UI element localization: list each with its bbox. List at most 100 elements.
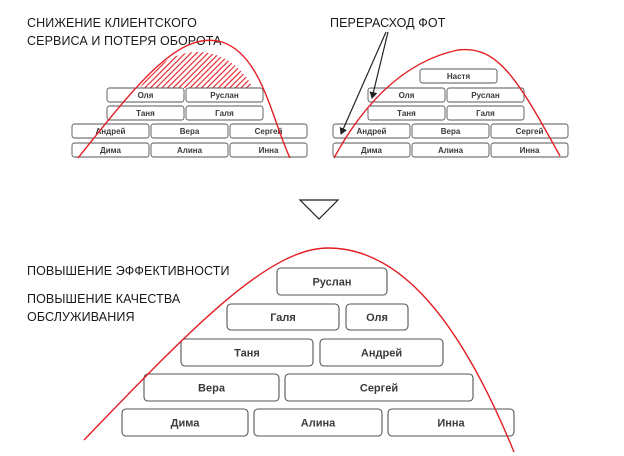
employee-name: Галя [270, 312, 296, 324]
employee-box: Настя [419, 68, 498, 84]
employee-box: Галя [446, 105, 525, 121]
bottom-capacity-curve [83, 247, 515, 453]
employee-name: Руслан [471, 91, 500, 100]
employee-name: Оля [138, 91, 154, 100]
employee-box: Дима [121, 408, 249, 437]
employee-box: Вера [143, 373, 280, 402]
caption-line: ПОВЫШЕНИЕ КАЧЕСТВА [27, 292, 181, 306]
right-capacity-curve [333, 48, 561, 159]
employee-name: Оля [366, 312, 388, 324]
employee-box: Алина [150, 142, 229, 158]
employee-box-frame [185, 87, 264, 103]
employee-name: Оля [399, 91, 415, 100]
employee-box-frame [226, 303, 340, 331]
caption-service-loss: СНИЖЕНИЕ КЛИЕНТСКОГО СЕРВИСА И ПОТЕРЯ ОБ… [27, 14, 222, 50]
employee-box: Руслан [276, 267, 388, 296]
employee-box: Таня [180, 338, 314, 367]
employee-box: Сергей [284, 373, 474, 402]
caption-line: СЕРВИСА И ПОТЕРЯ ОБОРОТА [27, 34, 222, 48]
employee-box: Инна [229, 142, 308, 158]
employee-box: Сергей [229, 123, 308, 139]
employee-name: Руслан [210, 91, 239, 100]
employee-box: Инна [490, 142, 569, 158]
employee-name: Дима [361, 146, 382, 155]
employee-box-frame [276, 267, 388, 296]
employee-name: Сергей [255, 127, 283, 136]
employee-name: Таня [136, 109, 155, 118]
employee-box: Вера [411, 123, 490, 139]
down-triangle-icon [298, 199, 340, 220]
employee-box: Дима [332, 142, 411, 158]
employee-name: Дима [171, 417, 201, 429]
caption-line: ОБСЛУЖИВАНИЯ [27, 310, 135, 324]
employee-box-frame [71, 123, 150, 139]
employee-box-frame [411, 142, 490, 158]
employee-box: Галя [185, 105, 264, 121]
left-capacity-curve [77, 39, 291, 159]
employee-name: Андрей [96, 127, 126, 136]
employee-box: Галя [226, 303, 340, 331]
employee-box-frame [185, 105, 264, 121]
employee-box: Оля [367, 87, 446, 103]
employee-name: Таня [397, 109, 416, 118]
employee-box: Вера [150, 123, 229, 139]
caption-line: ПОВЫШЕНИЕ ЭФФЕКТИВНОСТИ [27, 264, 230, 278]
employee-box-frame [419, 68, 498, 84]
caption-payroll-overrun: ПЕРЕРАСХОД ФОТ [330, 14, 445, 32]
employee-box-frame [367, 87, 446, 103]
employee-box: Инна [387, 408, 515, 437]
pointer-arrow [339, 31, 387, 135]
employee-box: Таня [106, 105, 185, 121]
caption-efficiency: ПОВЫШЕНИЕ ЭФФЕКТИВНОСТИ [27, 262, 230, 280]
hatched-loss-area [140, 52, 253, 88]
employee-box-frame [106, 105, 185, 121]
employee-name: Галя [215, 109, 234, 118]
employee-name: Сергей [516, 127, 544, 136]
employee-name: Вера [198, 382, 226, 394]
employee-box-frame [71, 142, 150, 158]
employee-box-frame [150, 123, 229, 139]
employee-name: Вера [441, 127, 461, 136]
employee-box: Алина [411, 142, 490, 158]
employee-box: Сергей [490, 123, 569, 139]
employee-box: Дима [71, 142, 150, 158]
employee-box-frame [150, 142, 229, 158]
employee-box-frame [284, 373, 474, 402]
employee-name: Настя [447, 72, 471, 81]
employee-name: Дима [100, 146, 121, 155]
employee-box-frame [253, 408, 383, 437]
employee-box-frame [229, 123, 308, 139]
caption-service-quality: ПОВЫШЕНИЕ КАЧЕСТВА ОБСЛУЖИВАНИЯ [27, 290, 180, 326]
employee-name: Инна [437, 417, 465, 429]
employee-box-frame [180, 338, 314, 367]
employee-name: Андрей [361, 347, 402, 359]
employee-name: Вера [180, 127, 200, 136]
employee-box: Руслан [185, 87, 264, 103]
employee-box-frame [411, 123, 490, 139]
employee-name: Алина [301, 417, 336, 429]
employee-box: Оля [106, 87, 185, 103]
employee-name: Сергей [360, 382, 398, 394]
employee-box-frame [121, 408, 249, 437]
employee-box-frame [345, 303, 409, 331]
employee-name: Руслан [312, 276, 351, 288]
employee-name: Инна [520, 146, 540, 155]
employee-box-frame [332, 142, 411, 158]
pointer-arrow [369, 31, 389, 99]
employee-box-frame [367, 105, 446, 121]
employee-name: Алина [438, 146, 464, 155]
employee-box: Руслан [446, 87, 525, 103]
employee-name: Галя [476, 109, 495, 118]
employee-box-frame [319, 338, 444, 367]
employee-box-frame [143, 373, 280, 402]
employee-box-frame [446, 105, 525, 121]
employee-name: Алина [177, 146, 203, 155]
caption-line: ПЕРЕРАСХОД ФОТ [330, 16, 446, 30]
employee-name: Таня [234, 347, 260, 359]
employee-box: Таня [367, 105, 446, 121]
employee-box-frame [490, 142, 569, 158]
employee-box: Андрей [319, 338, 444, 367]
